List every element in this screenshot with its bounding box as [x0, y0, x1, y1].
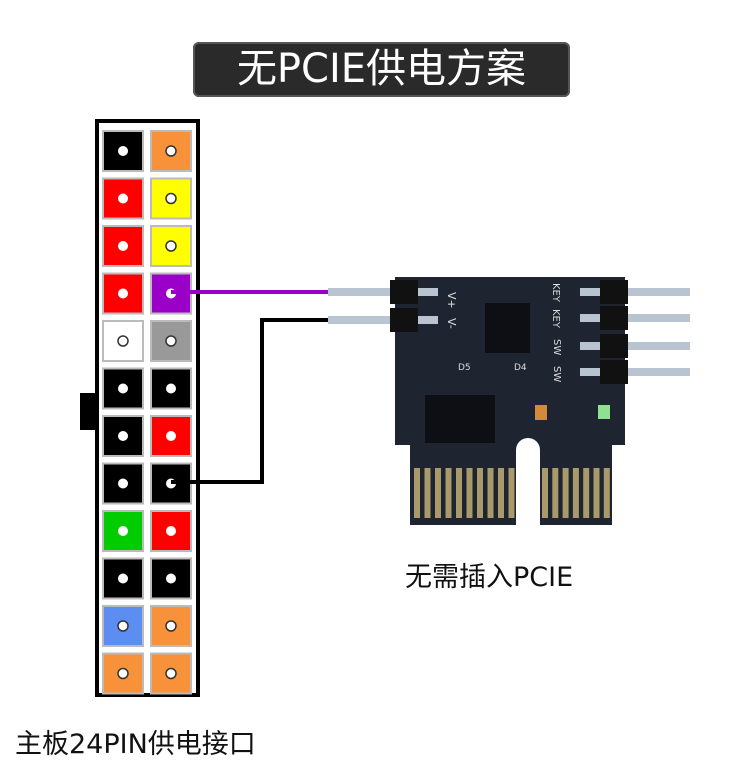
- led: [598, 405, 610, 419]
- header-housing: [390, 280, 418, 304]
- label-v-minus: V-: [445, 318, 458, 329]
- header-pin: [580, 314, 690, 322]
- gold-finger: [435, 468, 441, 518]
- connector-latch: [80, 393, 96, 430]
- black-wire: [171, 318, 328, 484]
- header-pin: [328, 288, 438, 296]
- header-pin: [580, 288, 690, 296]
- pin-hole: [118, 383, 128, 394]
- header-housing: [600, 306, 628, 330]
- pin-hole: [165, 335, 177, 347]
- ic-chip: [485, 303, 530, 353]
- adapter-board: V+ V- KEY KEY SW SW D5 D4: [328, 277, 690, 525]
- gold-finger: [414, 468, 420, 518]
- label-sw-1: SW: [551, 339, 562, 355]
- label-d4: D4: [514, 363, 527, 373]
- header-housing: [600, 280, 628, 304]
- pin-hole: [118, 478, 128, 489]
- gold-finger: [508, 468, 515, 518]
- pcb: [395, 277, 625, 525]
- connector-pins: [102, 130, 192, 695]
- pin-hole: [118, 573, 128, 584]
- pin-hole: [118, 526, 128, 536]
- gold-finger: [498, 468, 504, 518]
- gold-finger: [603, 468, 610, 518]
- label-key-1: KEY: [550, 283, 561, 303]
- pin-hole: [117, 620, 129, 632]
- pin-hole: [118, 241, 128, 251]
- pin-hole: [165, 667, 177, 680]
- header-pin: [580, 368, 690, 376]
- pin-hole: [165, 145, 177, 157]
- gold-finger: [424, 468, 431, 518]
- gold-finger: [487, 468, 494, 518]
- gold-finger: [477, 468, 483, 518]
- gold-fingers: [414, 468, 610, 518]
- gold-finger: [542, 468, 548, 518]
- diagram-title: 无PCIE供电方案: [193, 42, 570, 97]
- label-v-plus: V+: [445, 292, 458, 309]
- pin-hole: [118, 288, 128, 299]
- board-caption: 无需插入PCIE: [405, 562, 574, 593]
- pin-hole: [165, 240, 177, 252]
- header-housing: [600, 334, 628, 358]
- left-header-pins: [328, 280, 438, 332]
- pin-hole: [165, 192, 177, 205]
- pin-hole: [117, 667, 129, 680]
- label-d5: D5: [458, 363, 471, 373]
- header-pin: [580, 342, 690, 350]
- label-key-2: KEY: [550, 309, 561, 329]
- label-sw-2: SW: [551, 366, 562, 382]
- header-pin: [328, 316, 438, 324]
- pin-hole: [166, 573, 176, 584]
- gold-finger: [552, 468, 559, 518]
- pin-hole: [166, 383, 176, 394]
- capacitor: [535, 405, 547, 420]
- pin: [150, 510, 192, 552]
- right-header-pins: [580, 280, 690, 384]
- gold-finger: [583, 468, 590, 518]
- gold-finger: [466, 468, 473, 518]
- gold-finger: [562, 468, 569, 518]
- pin: [102, 462, 144, 505]
- pin-hole: [165, 620, 177, 632]
- pin: [102, 225, 144, 267]
- pin-hole: [118, 193, 128, 204]
- pin-hole: [166, 431, 176, 441]
- pin-hole: [118, 431, 128, 441]
- gold-finger: [445, 468, 452, 518]
- pin-hole: [117, 335, 129, 347]
- connector-caption: 主板24PIN供电接口: [15, 729, 256, 760]
- gold-finger: [593, 468, 600, 518]
- pin-hole: [166, 526, 176, 536]
- pin-hole: [118, 146, 128, 156]
- header-housing: [390, 308, 418, 332]
- gold-finger: [572, 468, 579, 518]
- header-housing: [600, 360, 628, 384]
- gold-finger: [456, 468, 462, 518]
- mosfet: [425, 395, 495, 443]
